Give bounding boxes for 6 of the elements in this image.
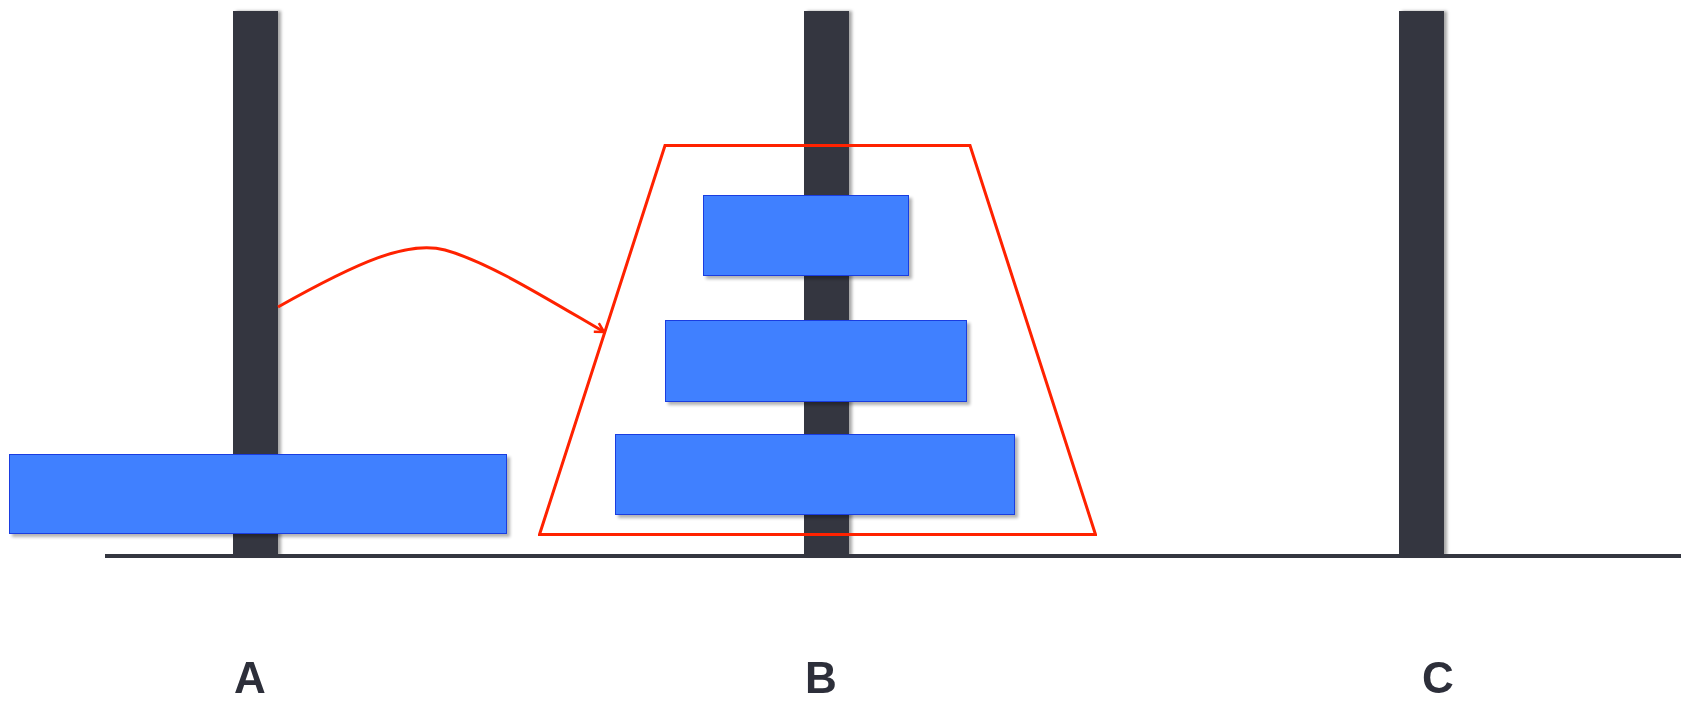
- peg-label: A: [234, 656, 266, 700]
- peg: [1399, 11, 1444, 556]
- peg-label: B: [805, 656, 837, 700]
- peg-label: C: [1422, 656, 1454, 700]
- trapezoid-outline: [538, 144, 1097, 536]
- curved-arrow: [277, 246, 606, 334]
